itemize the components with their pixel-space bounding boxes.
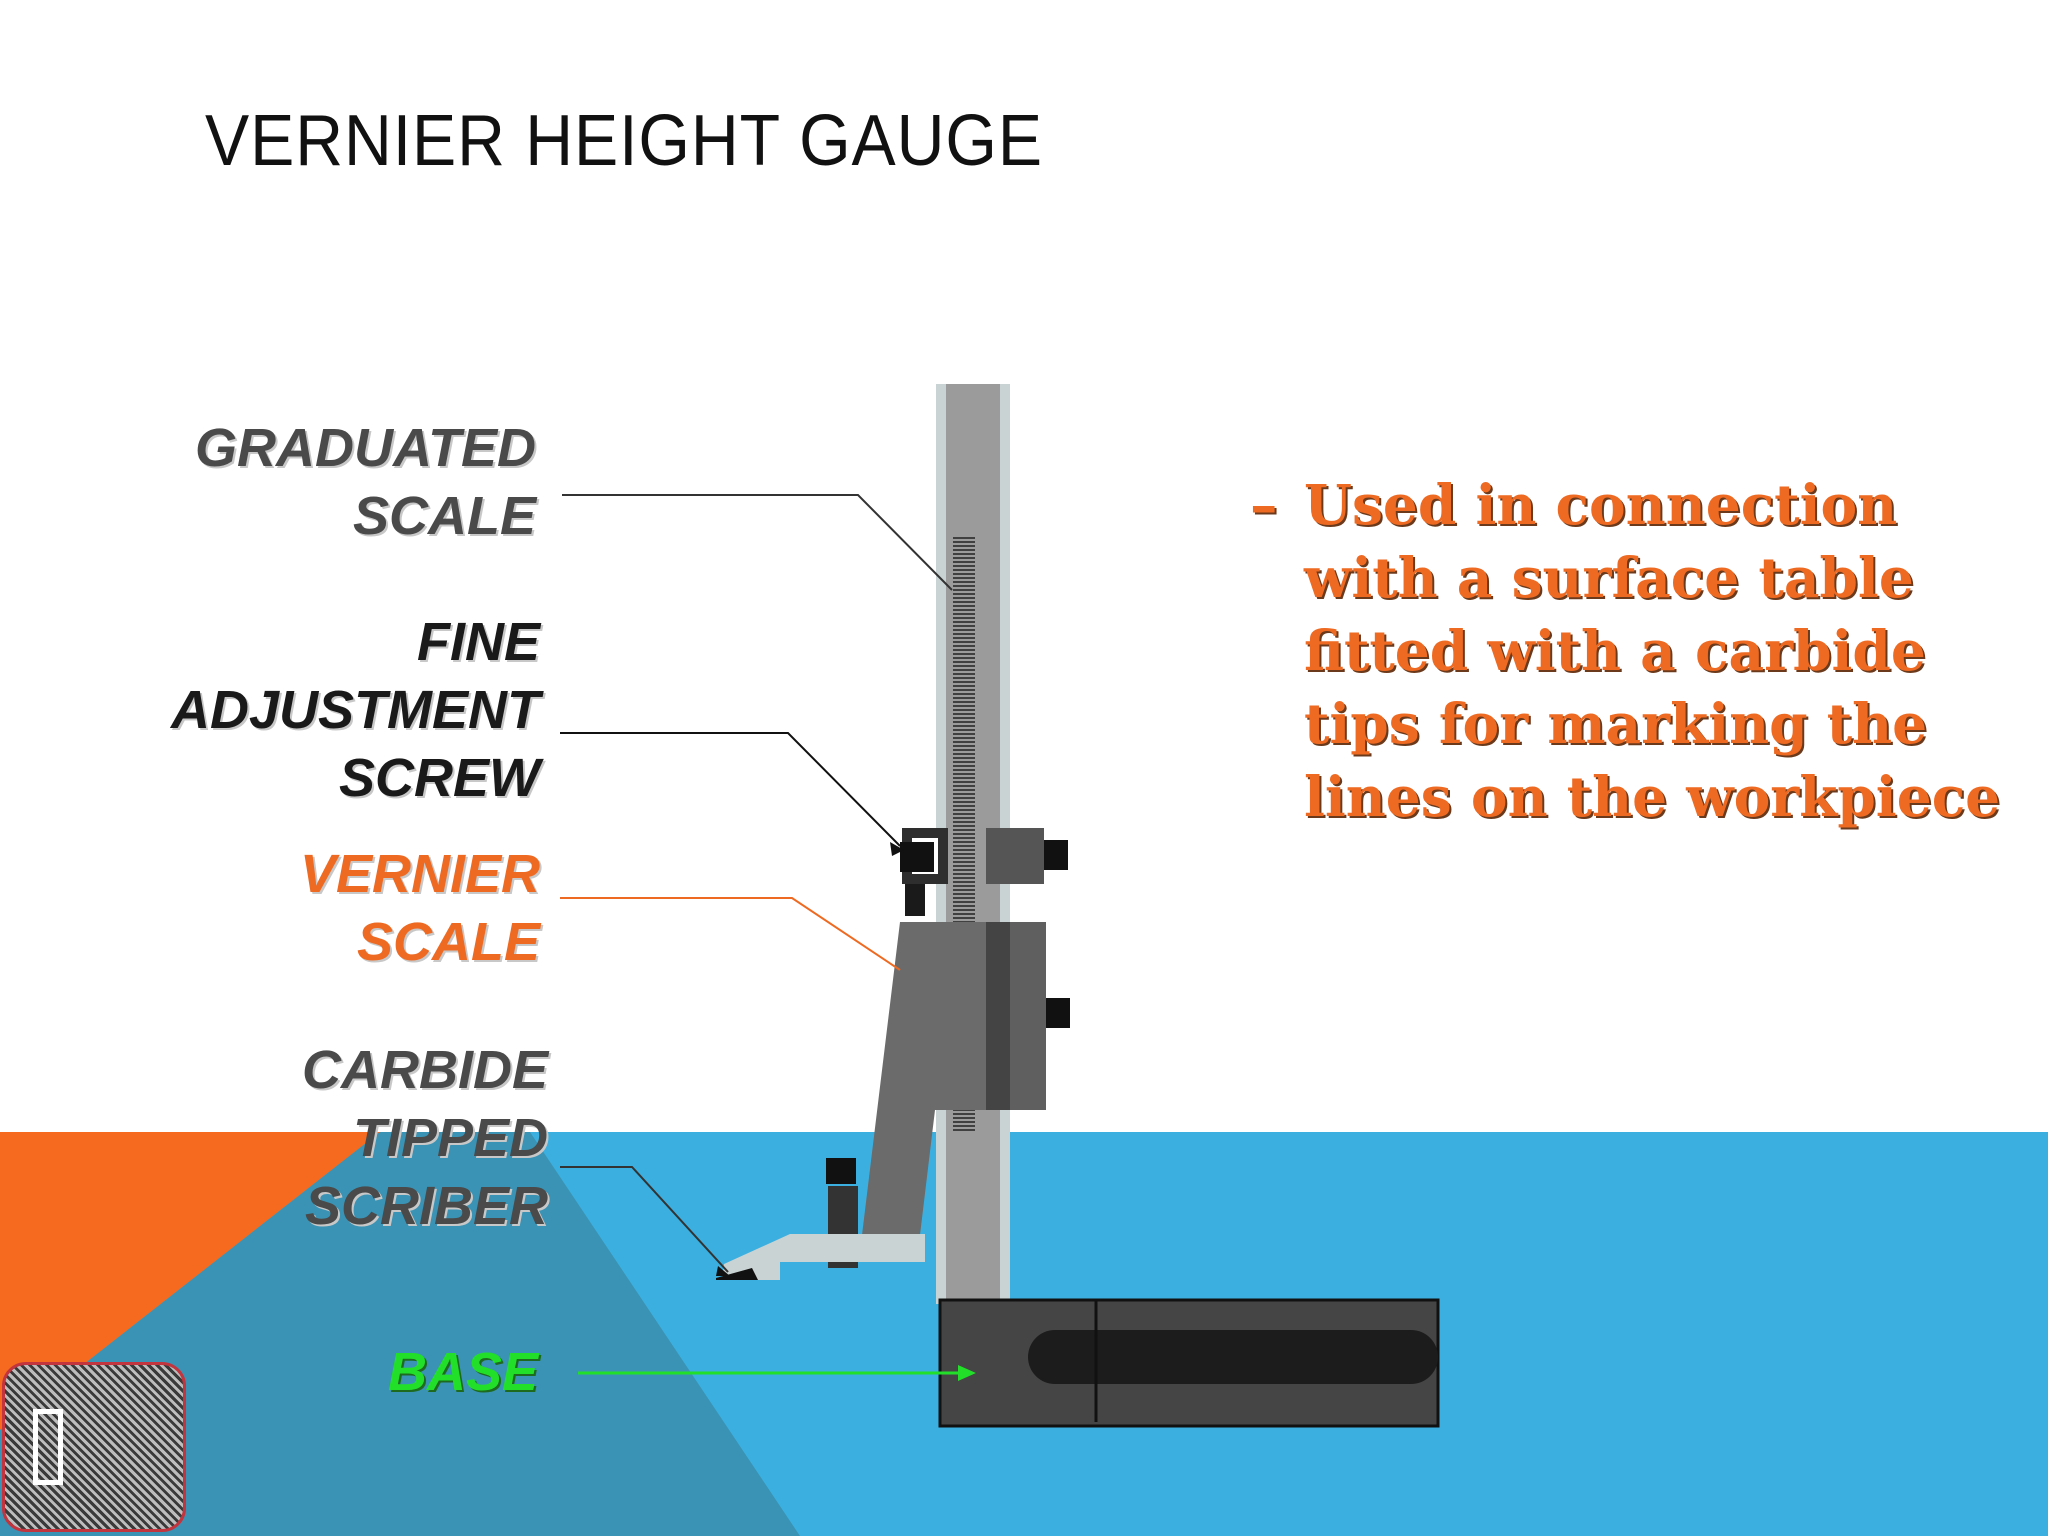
label-line: SCRIBER — [304, 1176, 548, 1236]
label-line: CARBIDE — [301, 1040, 548, 1100]
scriber-arrowhead — [716, 1266, 730, 1276]
scriber-blade — [722, 1234, 925, 1280]
description-text: Used in connection with a surface table … — [1304, 472, 2001, 829]
label-vernier-scale: VERNIER SCALE — [300, 840, 540, 976]
slide-nav-button[interactable] — [2, 1362, 186, 1532]
label-line: VERNIER — [299, 844, 540, 904]
base-arrowhead — [958, 1365, 976, 1381]
label-line: SCALE — [356, 912, 540, 972]
upper-clamp-screw — [1044, 840, 1068, 870]
label-line: FINE — [416, 612, 540, 672]
scriber-leader — [560, 1166, 729, 1273]
label-line: TIPPED — [352, 1108, 548, 1168]
carbide-tip — [716, 1268, 758, 1280]
slide-title: VERNIER HEIGHT GAUGE — [205, 101, 1043, 181]
slide-nav-icon — [33, 1409, 63, 1485]
fine-adjustment-arrowhead — [890, 842, 904, 856]
vernier-scale-leader — [560, 897, 901, 971]
lower-clamp-screw — [1046, 998, 1070, 1028]
base-slot — [1028, 1330, 1438, 1384]
scriber-screw — [826, 1158, 856, 1184]
label-line: SCALE — [352, 486, 536, 546]
vernier-body — [862, 922, 990, 1235]
label-line: SCREW — [339, 748, 540, 808]
label-line: ADJUSTMENT — [170, 680, 540, 740]
label-carbide-tipped-scriber: CARBIDE TIPPED SCRIBER — [302, 1036, 548, 1240]
label-graduated-scale: GRADUATED SCALE — [195, 414, 536, 550]
bullet-dash: – — [1250, 472, 1278, 537]
description-bullet: – Used in connection with a surface tabl… — [1250, 468, 2010, 833]
label-fine-adjustment-screw: FINE ADJUSTMENT SCREW — [171, 608, 540, 812]
label-line: GRADUATED — [195, 418, 536, 478]
label-line: BASE — [387, 1342, 538, 1402]
graduated-scale-leader — [562, 494, 953, 591]
label-base: BASE — [388, 1338, 538, 1406]
upper-clamp — [986, 828, 1044, 884]
lower-clamp-dark — [986, 922, 1010, 1110]
fine-adjust-knurl — [900, 842, 934, 872]
fine-adjustment-leader — [560, 732, 901, 847]
teal-wedge — [0, 1132, 800, 1536]
